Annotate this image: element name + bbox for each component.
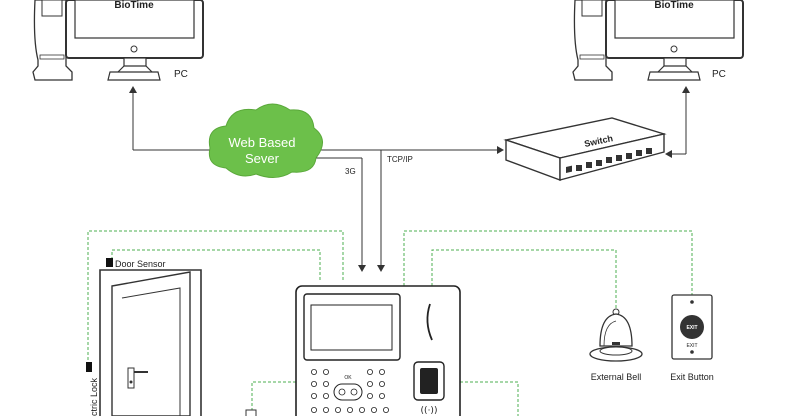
- door: Door Sensor ctric Lock: [86, 258, 202, 416]
- pc-right-screen-text: BioTime: [654, 0, 694, 11]
- access-terminal: ((·)) OK: [295, 285, 461, 416]
- terminal-keypad: [310, 368, 389, 413]
- external-bell-label: External Bell: [591, 372, 642, 382]
- web-based-server-cloud: Web Based Sever: [208, 103, 323, 178]
- wiring: [87, 230, 693, 416]
- cloud-line1: Web Based: [229, 135, 296, 150]
- exit-button-bottom-text: EXIT: [686, 343, 697, 349]
- cloud-line2: Sever: [245, 151, 280, 166]
- switch-ports: [566, 148, 652, 173]
- exit-button: EXIT EXIT Exit Button: [670, 294, 714, 382]
- external-bell: External Bell: [589, 308, 643, 382]
- network-lines: [129, 86, 690, 272]
- electric-lock-label: ctric Lock: [89, 377, 99, 416]
- pc-left: BioTime PC: [32, 0, 204, 81]
- bottom-sensor: [245, 409, 257, 416]
- terminal-key-label: OK: [344, 375, 352, 381]
- g3-label: 3G: [345, 167, 356, 176]
- network-switch: Switch: [503, 117, 667, 182]
- svg-text:((·)): ((·)): [421, 406, 438, 416]
- pc-right: BioTime PC: [572, 0, 744, 81]
- exit-button-face-text: EXIT: [686, 325, 697, 331]
- pc-right-label: PC: [712, 69, 726, 80]
- door-sensor-label: Door Sensor: [115, 259, 166, 269]
- exit-button-label: Exit Button: [670, 372, 714, 382]
- pc-left-screen-text: BioTime: [114, 0, 154, 11]
- tcpip-label: TCP/IP: [387, 155, 413, 164]
- pc-left-label: PC: [174, 69, 188, 80]
